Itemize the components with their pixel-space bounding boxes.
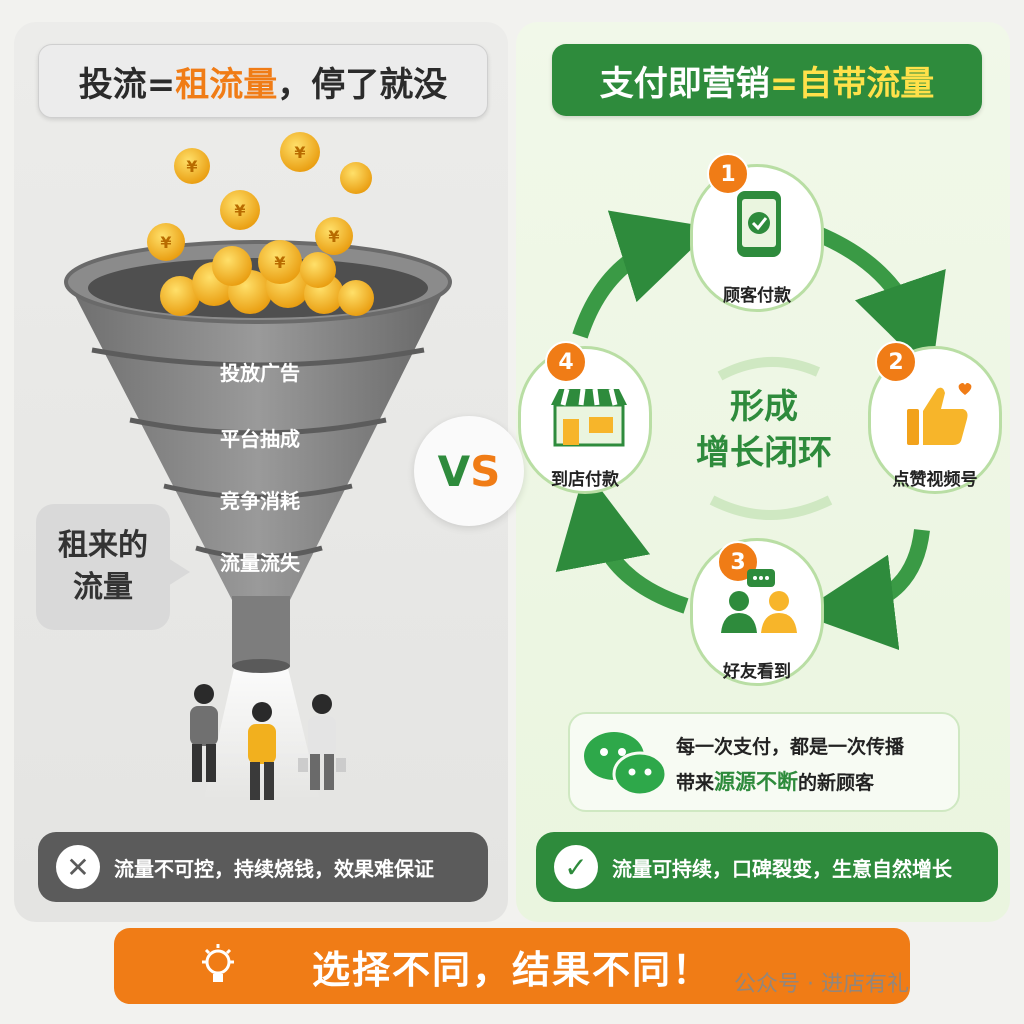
inner-arrow — [709, 495, 833, 520]
watermark: 公众号 · 进店有礼 — [734, 972, 909, 997]
rent-traffic-bubble: 租来的 流量 — [36, 504, 170, 630]
svg-text:¥: ¥ — [294, 143, 305, 162]
node-number: 1 — [707, 153, 749, 195]
svg-text:¥: ¥ — [274, 253, 285, 272]
bubble-tail — [168, 558, 190, 586]
left-title: 投流=租流量，停了就没 — [38, 44, 488, 118]
wechat-icon — [584, 732, 668, 797]
node-number: 3 — [717, 541, 759, 583]
inner-arrow — [717, 356, 821, 381]
share-line2: 带来源源不断的新顾客 — [676, 766, 874, 796]
loop-center-line1: 形成 — [730, 387, 798, 427]
right-status-text: 流量可持续，口碑裂变，生意自然增长 — [612, 856, 952, 881]
rent-bubble-line2: 流量 — [73, 570, 133, 605]
share-line1: 每一次支付，都是一次传播 — [676, 736, 905, 758]
lightbulb-icon — [202, 944, 234, 982]
node-label: 好友看到 — [723, 662, 791, 682]
thumbs-up-icon — [907, 383, 972, 445]
funnel-label: 竞争消耗 — [220, 489, 300, 513]
friends-icon — [721, 569, 797, 633]
arrow-4-1 — [572, 210, 714, 339]
funnel-label: 流量流失 — [220, 551, 301, 575]
left-status-bar: ✕ 流量不可控，持续烧钱，效果难保证 — [38, 832, 488, 902]
loop-center-line2: 增长闭环 — [696, 433, 832, 473]
node-number: 2 — [875, 341, 917, 383]
vs-v: V — [437, 446, 471, 496]
person-icon — [190, 684, 218, 782]
store-icon — [551, 388, 627, 447]
share-line2-suffix: 的新顾客 — [798, 772, 875, 794]
arrow-1-2 — [814, 226, 946, 376]
left-title-suffix: ，停了就没 — [277, 64, 448, 105]
check-icon: ✓ — [554, 845, 598, 889]
node-label: 顾客付款 — [723, 286, 791, 306]
share-callout: 每一次支付，都是一次传播 带来源源不断的新顾客 — [568, 712, 960, 812]
bottom-banner-text: 选择不同，结果不同！ — [311, 947, 712, 992]
coin-pile — [160, 240, 374, 316]
loop-node-pay: 1 顾客付款 — [690, 153, 824, 312]
vs-s: S — [470, 446, 501, 496]
close-icon: ✕ — [56, 845, 100, 889]
loop-center-text: 形成 增长闭环 — [674, 384, 854, 476]
falling-coins — [147, 132, 372, 261]
node-label: 点赞视频号 — [892, 470, 978, 490]
loop-node-like: 2 点赞视频号 — [868, 341, 1002, 494]
right-title-prefix: 支付即营销 — [599, 63, 770, 104]
svg-text:¥: ¥ — [160, 233, 171, 252]
share-line2-prefix: 带来 — [676, 772, 715, 794]
bottom-banner: 选择不同，结果不同！ — [114, 928, 910, 1004]
left-title-highlight: 租流量 — [175, 64, 278, 105]
rent-bubble-line1: 租来的 — [58, 528, 148, 563]
left-status-text: 流量不可控，持续烧钱，效果难保证 — [114, 856, 434, 881]
right-title: 支付即营销=自带流量 — [552, 44, 982, 116]
phone-check-icon — [737, 191, 781, 257]
right-title-highlight: =自带流量 — [769, 63, 935, 104]
svg-text:¥: ¥ — [234, 201, 245, 220]
svg-text:¥: ¥ — [328, 227, 339, 246]
loop-node-store: 4 到店付款 — [518, 341, 652, 494]
node-number: 4 — [545, 341, 587, 383]
funnel-label: 平台抽成 — [220, 427, 300, 451]
arrow-3-4 — [555, 468, 689, 614]
arrow-2-3 — [798, 528, 930, 651]
person-icon — [298, 694, 346, 790]
funnel-spout — [232, 596, 290, 666]
svg-text:¥: ¥ — [186, 157, 197, 176]
node-label: 到店付款 — [551, 470, 619, 490]
left-title-prefix: 投流= — [78, 64, 176, 105]
loop-node-friends: 3 好友看到 — [690, 538, 824, 686]
share-line2-highlight: 源源不断 — [714, 770, 799, 794]
person-icon — [248, 702, 276, 800]
right-status-bar: ✓ 流量可持续，口碑裂变，生意自然增长 — [536, 832, 998, 902]
funnel-label: 投放广告 — [220, 361, 300, 385]
